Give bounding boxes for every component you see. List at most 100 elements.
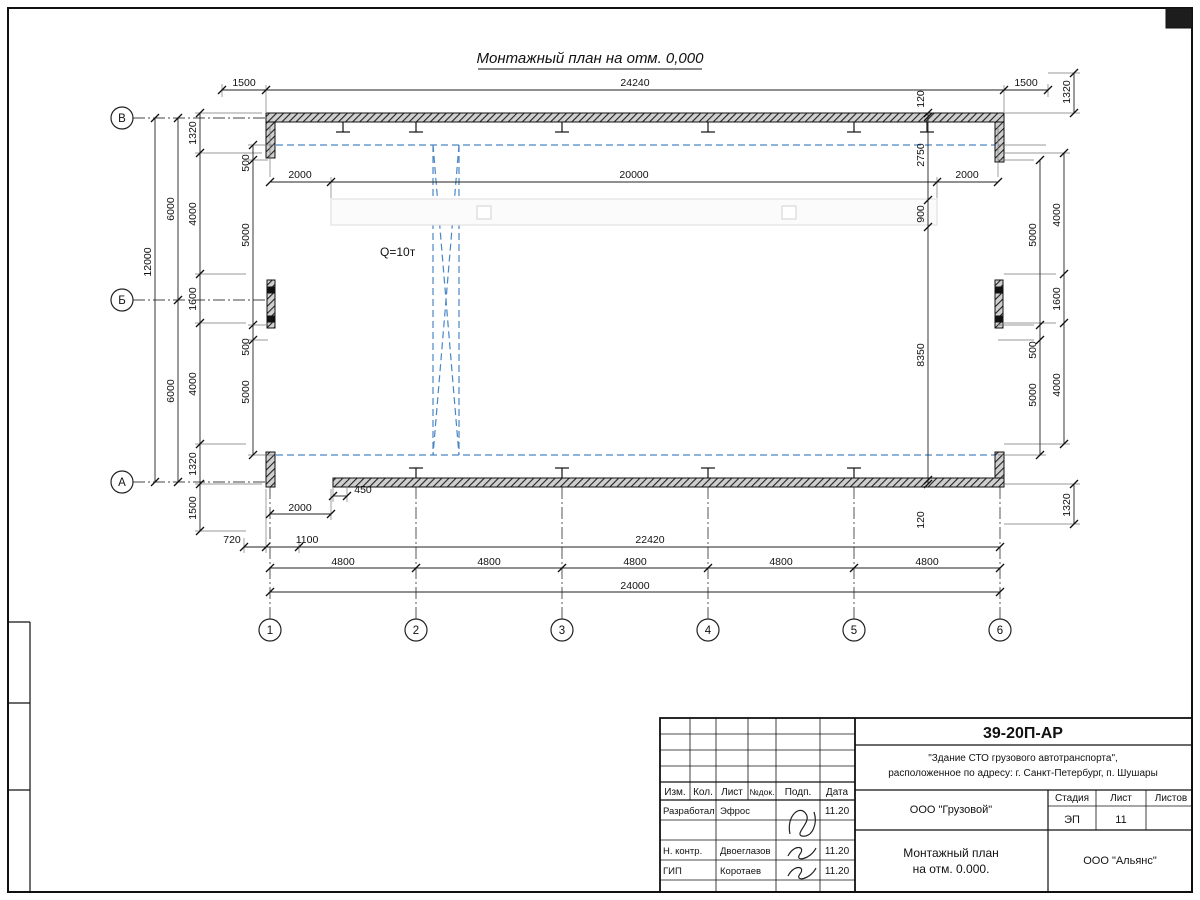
signature <box>787 866 817 880</box>
tb-col-header: Лист <box>721 787 743 798</box>
dim-label: 500 <box>240 338 252 356</box>
dim-label: 1500 <box>232 77 256 89</box>
dim-label: 1100 <box>296 534 319 546</box>
left-wall-bottom-stub <box>265 451 276 488</box>
dim-label: 12000 <box>142 247 154 276</box>
right-pilaster <box>994 279 1004 329</box>
tb-col-header: Дата <box>826 787 849 798</box>
dim-label: 500 <box>240 154 252 172</box>
title-block: Изм. Кол. Лист №док. Подп. Дата Разработ… <box>659 717 1193 893</box>
dim-label: 4000 <box>187 372 199 396</box>
signature-scribbles <box>787 809 817 880</box>
dim-label: 900 <box>915 205 927 223</box>
signature <box>788 809 816 837</box>
axis-col-label: 1 <box>267 625 273 637</box>
axis-col-label: 5 <box>851 625 857 637</box>
axis-bubbles <box>110 106 1012 642</box>
dim-label: 4000 <box>1051 373 1063 397</box>
dim-label: 4800 <box>623 556 647 568</box>
walls <box>265 112 1005 488</box>
tb-date: 11.20 <box>825 806 850 817</box>
tb-doc-number: 39-20П-АР <box>983 725 1063 742</box>
tb-date: 11.20 <box>825 846 850 857</box>
axis-col-label: 2 <box>413 625 419 637</box>
dim-label: 1600 <box>187 287 199 311</box>
axis-bubble-labels: В Б А 1 2 3 4 5 6 <box>118 113 1003 637</box>
tb-role: Н. контр. <box>663 846 702 857</box>
left-pilaster-mark <box>267 286 275 294</box>
dim-label: 8350 <box>915 343 927 367</box>
crane-beam <box>330 198 938 226</box>
dim-label: 6000 <box>165 379 177 403</box>
right-wall-top-stub <box>994 121 1005 163</box>
tb-date: 11.20 <box>825 866 850 877</box>
right-wall-bottom-stub <box>994 451 1005 479</box>
dim-label: 4000 <box>187 202 199 226</box>
crane-hook-mark <box>781 205 797 220</box>
right-pilaster-mark <box>995 286 1003 294</box>
dim-label: 24240 <box>620 77 649 89</box>
extension-lines <box>195 72 1080 553</box>
tb-project-line1: "Здание СТО грузового автотранспорта", <box>928 753 1118 764</box>
right-pilaster-mark <box>995 315 1003 323</box>
dim-label: 1320 <box>1061 493 1073 517</box>
dim-label: 2000 <box>288 502 312 514</box>
axis-col-label: 4 <box>705 625 712 637</box>
tb-drawing-name-line2: на отм. 0.000. <box>913 862 990 876</box>
dim-label: 500 <box>1027 341 1039 359</box>
dimension-lines <box>154 73 1075 593</box>
tb-person: Коротаев <box>720 866 761 877</box>
dim-label: 4000 <box>1051 203 1063 227</box>
crane-hook-mark <box>476 205 492 220</box>
tb-sheet-label: Лист <box>1110 793 1132 804</box>
column-marks <box>336 122 934 478</box>
left-pilaster-mark <box>267 315 275 323</box>
dim-label: 5000 <box>240 380 252 404</box>
dim-label: 4800 <box>331 556 355 568</box>
dim-label: 2750 <box>915 143 927 167</box>
tb-role: Разработал <box>663 806 715 817</box>
crane-path-lines <box>276 144 998 456</box>
axis-row-label: В <box>118 113 126 125</box>
crane-capacity-label: Q=10т <box>380 245 416 259</box>
plan-title: Монтажный план на отм. 0,000 <box>477 50 705 67</box>
dim-label: 5000 <box>1027 223 1039 247</box>
dim-label: 1320 <box>187 452 199 476</box>
dimension-labels: 1500 24240 1500 2000 20000 2000 12000 60… <box>142 77 1073 592</box>
dim-label: 4800 <box>477 556 501 568</box>
signature <box>787 846 817 860</box>
tb-person: Эфрос <box>720 806 750 817</box>
dim-label: 1500 <box>187 496 199 520</box>
format-stamp-box <box>1165 7 1193 29</box>
dim-label: 4800 <box>915 556 939 568</box>
dim-label: 24000 <box>620 580 649 592</box>
axis-lines <box>133 117 1001 619</box>
dim-label: 2000 <box>955 169 979 181</box>
tb-sheet-value: 11 <box>1115 814 1126 826</box>
tb-col-header: №док. <box>750 787 775 797</box>
tb-col-header: Изм. <box>664 787 685 798</box>
left-pilaster <box>266 279 276 329</box>
tb-col-header: Кол. <box>693 787 713 798</box>
tb-project-line2: расположенное по адресу: г. Санкт-Петерб… <box>888 767 1158 779</box>
tb-person: Двоеглазов <box>720 846 771 857</box>
dim-label: 4800 <box>769 556 793 568</box>
dim-label: 1320 <box>1061 80 1073 104</box>
tb-col-header: Подп. <box>785 787 812 798</box>
top-wall <box>265 112 1005 123</box>
tb-role: ГИП <box>663 866 682 877</box>
sheet-frame <box>7 7 1193 893</box>
bottom-wall <box>332 477 1005 488</box>
dimension-ticks <box>150 68 1079 597</box>
dim-label: 120 <box>915 511 927 529</box>
tb-org2: ООО "Альянс" <box>1083 855 1157 867</box>
axis-col-label: 6 <box>997 625 1003 637</box>
axis-row-label: Б <box>118 295 126 307</box>
tb-stage-label: Стадия <box>1055 793 1089 804</box>
tb-sheets-label: Листов <box>1155 793 1188 804</box>
dim-label: 5000 <box>240 223 252 247</box>
dim-label: 22420 <box>635 534 664 546</box>
axis-col-label: 3 <box>559 625 565 637</box>
